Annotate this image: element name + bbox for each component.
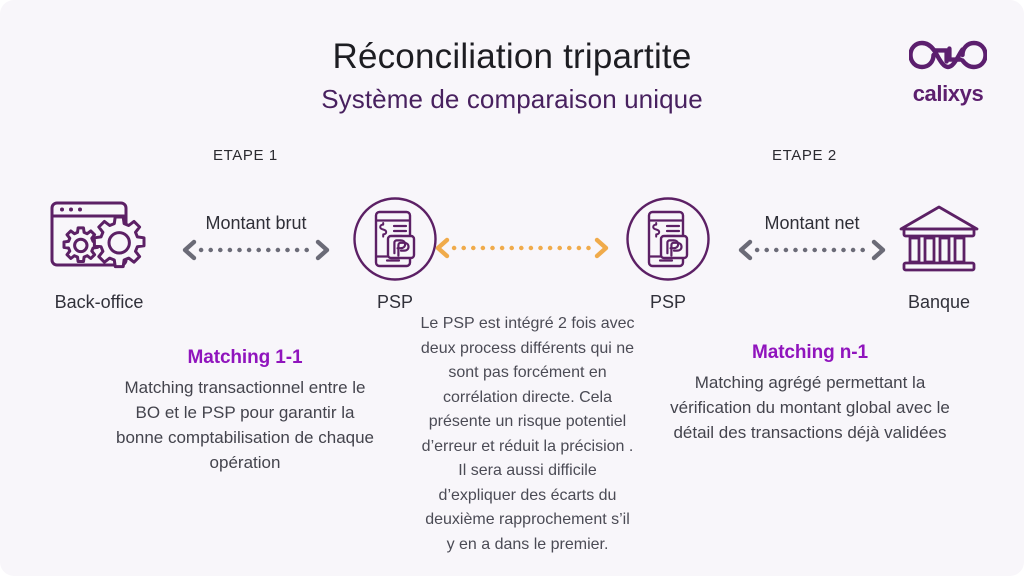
node-label: Back-office xyxy=(54,292,144,312)
flow-middle xyxy=(432,232,612,264)
flow-label: Montant brut xyxy=(205,213,307,233)
node-back-office: Back-office xyxy=(24,196,174,313)
bank-building-icon xyxy=(864,196,1014,282)
matching-block-left: Matching 1-1 Matching transactionnel ent… xyxy=(110,346,380,475)
node-psp-2: PSP xyxy=(593,196,743,313)
page-title: Réconciliation tripartite xyxy=(332,37,692,76)
step-label-2: ETAPE 2 xyxy=(772,147,837,164)
browser-gears-icon xyxy=(24,196,174,282)
flow-step-2: Montant net xyxy=(732,212,892,266)
slide-header: Réconciliation tripartite Système de com… xyxy=(0,36,1024,115)
psp-invoice-circle-icon xyxy=(593,196,743,282)
node-banque: Banque xyxy=(864,196,1014,313)
psp-risk-note: Le PSP est intégré 2 fois avec deux proc… xyxy=(420,315,635,553)
double-dotted-arrow-icon xyxy=(432,237,612,264)
psp-invoice-circle-icon xyxy=(320,196,470,282)
matching-right-body: Matching agrégé permettant la vérificati… xyxy=(670,373,950,442)
matching-block-right: Matching n-1 Matching agrégé permettant … xyxy=(660,341,960,445)
node-label: PSP xyxy=(649,292,687,312)
brand-logo: calixys xyxy=(900,34,996,106)
infinity-arrows-icon xyxy=(900,34,996,81)
double-dotted-arrow-icon xyxy=(176,239,336,266)
matching-right-heading: Matching n-1 xyxy=(752,342,868,363)
node-psp-1: PSP xyxy=(320,196,470,313)
node-label: Banque xyxy=(907,292,971,312)
page-subtitle: Système de comparaison unique xyxy=(321,84,703,114)
matching-left-body: Matching transactionnel entre le BO et l… xyxy=(115,378,375,472)
matching-left-heading: Matching 1-1 xyxy=(187,347,303,368)
step-label-1: ETAPE 1 xyxy=(213,147,278,164)
logo-wordmark: calixys xyxy=(912,81,984,106)
flow-label: Montant net xyxy=(764,213,860,233)
double-dotted-arrow-icon xyxy=(732,239,892,266)
node-label: PSP xyxy=(376,292,414,312)
flow-step-1: Montant brut xyxy=(176,212,336,266)
